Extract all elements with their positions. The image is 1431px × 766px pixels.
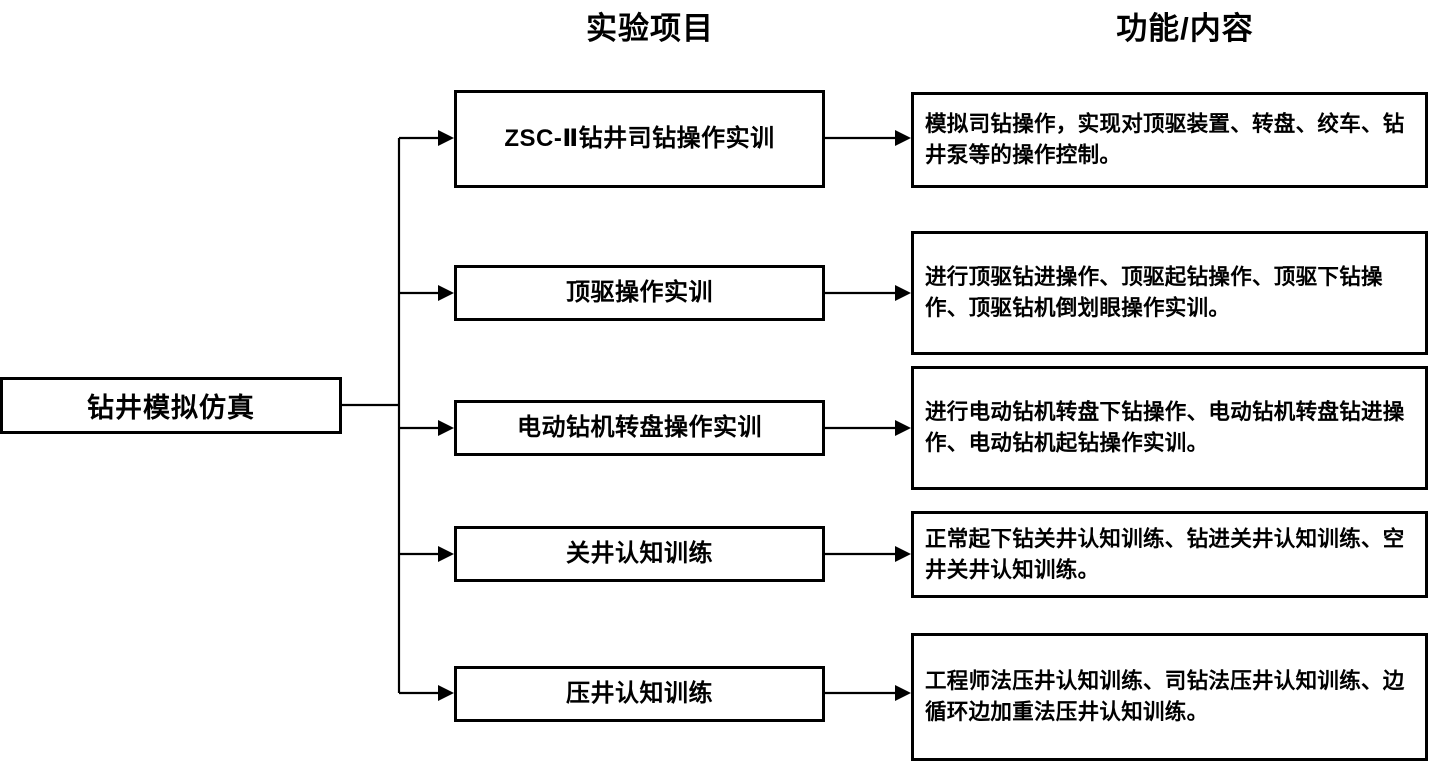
function-content-label: 进行电动钻机转盘下钻操作、电动钻机转盘钻进操作、电动钻机起钻操作实训。 — [925, 400, 1405, 455]
experiment-item-label: 压井认知训练 — [566, 679, 713, 707]
function-content-box-1[interactable]: 模拟司钻操作，实现对顶驱装置、转盘、绞车、钻井泵等的操作控制。 — [911, 92, 1428, 188]
function-content-label: 模拟司钻操作，实现对顶驱装置、转盘、绞车、钻井泵等的操作控制。 — [925, 112, 1405, 167]
experiment-item-label: 关井认知训练 — [566, 539, 713, 567]
experiment-item-box-2[interactable]: 顶驱操作实训 — [454, 265, 825, 321]
function-content-box-3[interactable]: 进行电动钻机转盘下钻操作、电动钻机转盘钻进操作、电动钻机起钻操作实训。 — [911, 366, 1428, 490]
experiment-item-box-1[interactable]: ZSC-Ⅱ钻井司钻操作实训 — [454, 90, 825, 188]
root-node-drilling-simulation[interactable]: 钻井模拟仿真 — [0, 377, 342, 434]
experiment-item-label: 顶驱操作实训 — [566, 278, 713, 306]
root-node-label: 钻井模拟仿真 — [87, 393, 255, 423]
function-content-box-2[interactable]: 进行顶驱钻进操作、顶驱起钻操作、顶驱下钻操作、顶驱钻机倒划眼操作实训。 — [911, 231, 1428, 355]
column-header-function-content: 功能/内容 — [1116, 11, 1254, 46]
experiment-item-label: ZSC-Ⅱ钻井司钻操作实训 — [504, 124, 775, 152]
function-content-label: 工程师法压井认知训练、司钻法压井认知训练、边循环边加重法压井认知训练。 — [925, 669, 1405, 724]
experiment-item-box-4[interactable]: 关井认知训练 — [454, 526, 825, 582]
experiment-item-label: 电动钻机转盘操作实训 — [517, 413, 762, 441]
function-content-label: 进行顶驱钻进操作、顶驱起钻操作、顶驱下钻操作、顶驱钻机倒划眼操作实训。 — [925, 265, 1383, 320]
experiment-item-box-5[interactable]: 压井认知训练 — [454, 666, 825, 722]
function-content-box-4[interactable]: 正常起下钻关井认知训练、钻进关井认知训练、空井关井认知训练。 — [911, 511, 1428, 598]
column-header-experiment-projects: 实验项目 — [586, 11, 714, 46]
function-content-label: 正常起下钻关井认知训练、钻进关井认知训练、空井关井认知训练。 — [925, 526, 1405, 582]
function-content-box-5[interactable]: 工程师法压井认知训练、司钻法压井认知训练、边循环边加重法压井认知训练。 — [911, 633, 1428, 761]
experiment-item-box-3[interactable]: 电动钻机转盘操作实训 — [454, 400, 825, 456]
